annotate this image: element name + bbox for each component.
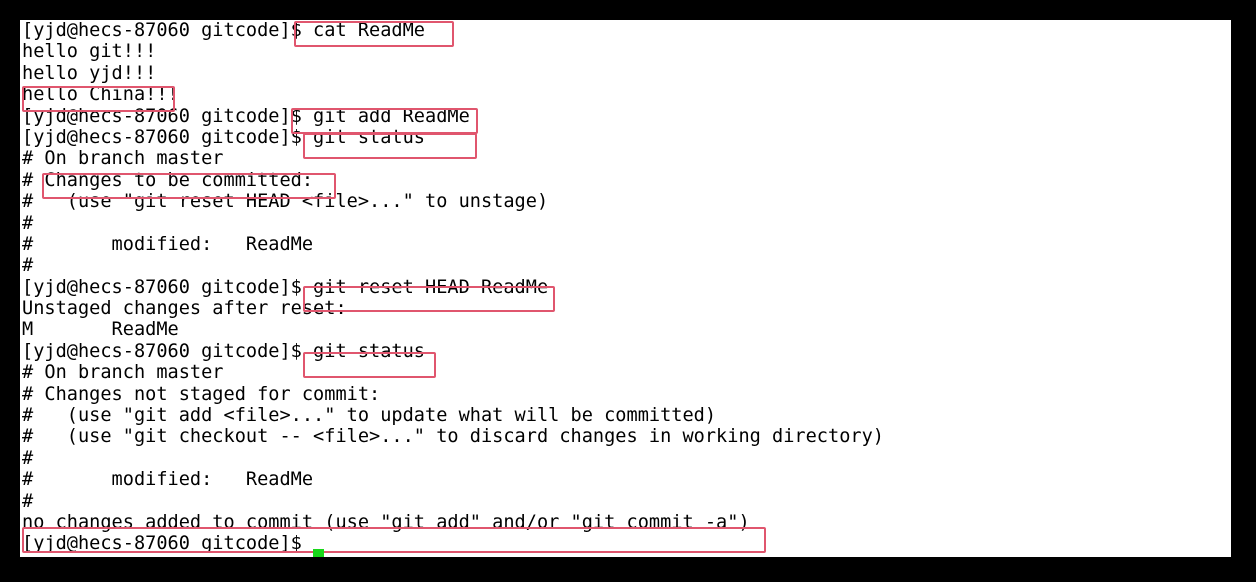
line-text: [yjd@hecs-87060 gitcode]$ git reset HEAD… (22, 276, 549, 298)
line-text: # modified: ReadMe (22, 469, 314, 491)
terminal-line: # On branch master (20, 148, 1231, 169)
line-text: Unstaged changes after reset: (22, 298, 347, 320)
line-text: hello yjd!!! (22, 62, 157, 84)
terminal-line: # Changes to be committed: (20, 170, 1231, 191)
line-text: # (22, 255, 34, 277)
terminal-line: # (use "git reset HEAD <file>..." to uns… (20, 191, 1231, 212)
line-text: # (22, 212, 34, 234)
text-cursor (313, 549, 324, 557)
terminal-line: [yjd@hecs-87060 gitcode]$ git reset HEAD… (20, 277, 1231, 298)
terminal-line: no changes added to commit (use "git add… (20, 512, 1231, 533)
terminal-line: # (use "git checkout -- <file>..." to di… (20, 426, 1231, 447)
line-text: [yjd@hecs-87060 gitcode]$ git status (22, 126, 425, 148)
terminal-line: [yjd@hecs-87060 gitcode]$ git status (20, 127, 1231, 148)
line-text: # (use "git add <file>..." to update wha… (22, 405, 717, 427)
terminal-line: # (20, 491, 1231, 512)
line-text: # (use "git checkout -- <file>..." to di… (22, 426, 884, 448)
terminal-line: # On branch master (20, 362, 1231, 383)
terminal-line: # modified: ReadMe (20, 234, 1231, 255)
terminal-line: [yjd@hecs-87060 gitcode]$ git status (20, 341, 1231, 362)
terminal-line: [yjd@hecs-87060 gitcode]$ git add ReadMe (20, 106, 1231, 127)
terminal-line: # (20, 448, 1231, 469)
terminal-line: # (use "git add <file>..." to update wha… (20, 405, 1231, 426)
terminal-line: hello China!!! (20, 84, 1231, 105)
line-text: hello China!!! (22, 84, 179, 106)
terminal-line: # (20, 213, 1231, 234)
terminal-line: # modified: ReadMe (20, 469, 1231, 490)
terminal-line: # Changes not staged for commit: (20, 384, 1231, 405)
line-text: hello git!!! (22, 41, 157, 63)
line-text: [yjd@hecs-87060 gitcode]$ git status (22, 340, 425, 362)
line-text: no changes added to commit (use "git add… (22, 511, 750, 533)
line-text: [yjd@hecs-87060 gitcode]$ git add ReadMe (22, 105, 470, 127)
terminal-line: Unstaged changes after reset: (20, 298, 1231, 319)
terminal-line: # (20, 255, 1231, 276)
line-text: [yjd@hecs-87060 gitcode]$ (22, 533, 314, 555)
line-text: # Changes to be committed: (22, 169, 314, 191)
terminal-line: hello git!!! (20, 41, 1231, 62)
line-text: # (22, 490, 34, 512)
terminal-line: M ReadMe (20, 319, 1231, 340)
line-text: # (use "git reset HEAD <file>..." to uns… (22, 191, 549, 213)
line-text: # modified: ReadMe (22, 233, 314, 255)
terminal-prompt-line: [yjd@hecs-87060 gitcode]$ (20, 533, 1231, 554)
line-text: # Changes not staged for commit: (22, 383, 381, 405)
terminal-line: [yjd@hecs-87060 gitcode]$ cat ReadMe (20, 20, 1231, 41)
line-text: # (22, 447, 34, 469)
line-text: M ReadMe (22, 319, 179, 341)
line-text: # On branch master (22, 362, 224, 384)
terminal-line: hello yjd!!! (20, 63, 1231, 84)
line-text: # On branch master (22, 148, 224, 170)
line-text: [yjd@hecs-87060 gitcode]$ cat ReadMe (22, 20, 425, 41)
